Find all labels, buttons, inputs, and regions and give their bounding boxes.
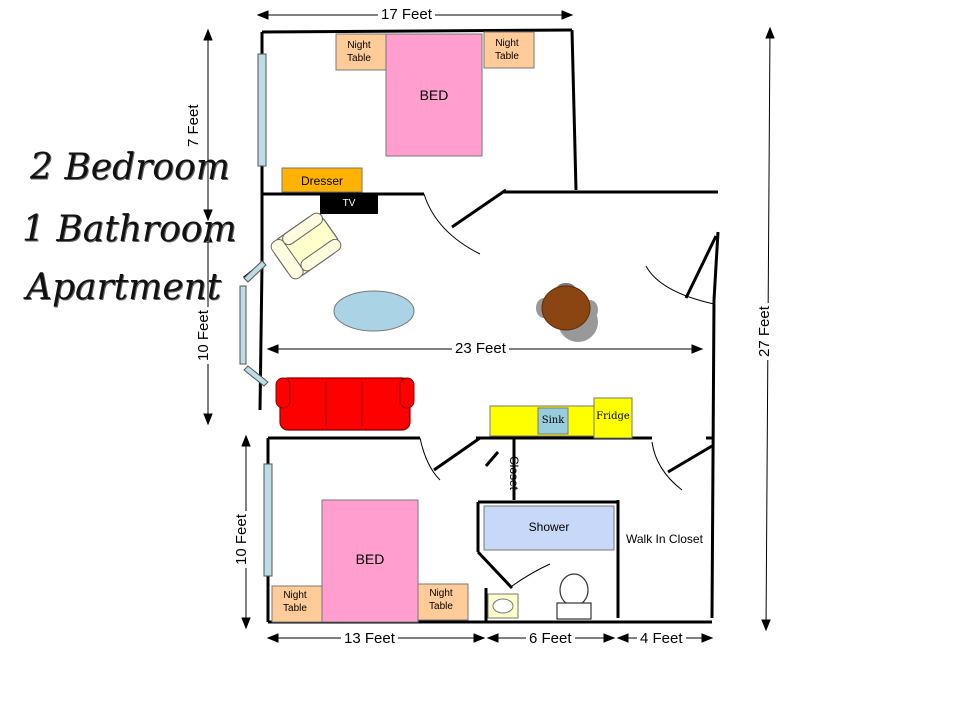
fridge xyxy=(593,397,633,439)
dresser-label: Dresser xyxy=(300,174,343,188)
master-bed-label: BED xyxy=(419,87,449,103)
armchair xyxy=(270,212,342,280)
dresser xyxy=(281,167,363,193)
closet-label: Closet xyxy=(507,456,521,491)
dim-bottom-left: 13 Feet xyxy=(341,631,398,646)
sink-label: Sink xyxy=(541,415,565,426)
second-night-table-right xyxy=(417,583,469,621)
tv-label: TV xyxy=(342,198,356,209)
kitchen-furniture xyxy=(489,397,633,439)
master-night-table-right xyxy=(483,31,535,69)
bathroom-fixtures xyxy=(483,505,615,620)
dim-middle-width: 23 Feet xyxy=(452,341,509,356)
dim-right-total: 27 Feet xyxy=(756,303,773,360)
oval-rug xyxy=(333,290,415,332)
sink xyxy=(537,407,569,435)
title-line-3: Apartment xyxy=(26,267,222,308)
walk-in-closet-label: Walk In Closet xyxy=(626,532,703,546)
second-bed xyxy=(321,499,419,623)
dim-bottom-right: 4 Feet xyxy=(637,631,686,646)
title-line-1: 2 Bedroom xyxy=(30,147,230,188)
master-bed xyxy=(385,33,483,157)
door-swings xyxy=(419,193,715,587)
shower xyxy=(483,505,615,551)
second-night-table-left xyxy=(271,585,323,623)
dining-table xyxy=(536,283,598,342)
tv xyxy=(320,194,378,214)
living-room-furniture xyxy=(270,212,598,431)
dim-left-lower: 10 Feet xyxy=(233,511,250,568)
second-night-table-left-label: Night Table xyxy=(283,590,307,614)
title-line-2: 1 Bathroom xyxy=(22,209,237,250)
fridge-label: Fridge xyxy=(596,411,630,422)
shower-label: Shower xyxy=(528,520,570,534)
sofa xyxy=(275,377,415,431)
toilet xyxy=(556,573,592,620)
master-bedroom-furniture xyxy=(281,31,535,214)
dim-left-upper: 7 Feet xyxy=(185,101,202,150)
second-bed-label: BED xyxy=(355,551,385,567)
dim-bottom-middle: 6 Feet xyxy=(526,631,575,646)
bathroom-sink xyxy=(487,593,519,619)
second-bedroom-furniture xyxy=(271,499,469,623)
dimension-lines xyxy=(203,10,775,643)
master-night-table-left xyxy=(335,33,387,71)
second-night-table-right-label: Night Table xyxy=(429,588,453,612)
dim-left-middle: 10 Feet xyxy=(195,307,212,364)
dim-top-width: 17 Feet xyxy=(378,7,435,22)
master-night-table-left-label: Night Table xyxy=(347,40,371,64)
windows xyxy=(239,53,273,577)
master-night-table-right-label: Night Table xyxy=(495,38,519,62)
